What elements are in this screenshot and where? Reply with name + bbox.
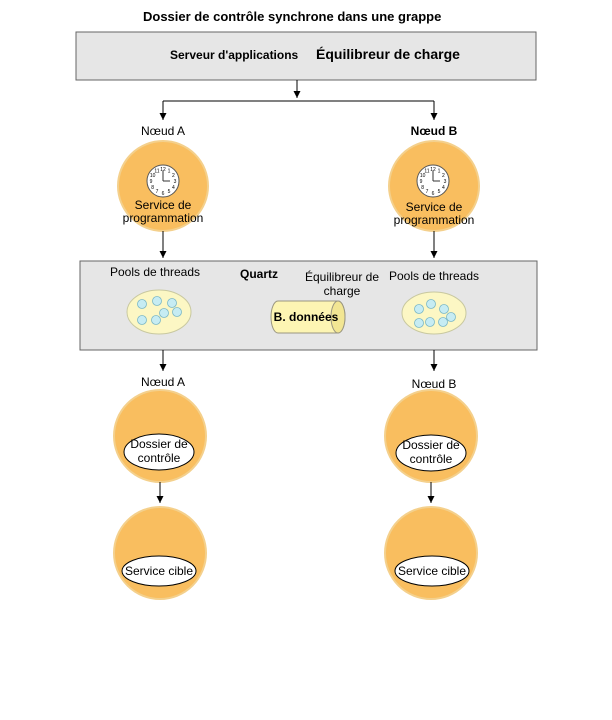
clock-numeral: 10 <box>150 173 156 179</box>
node-a-target-label: Service cible <box>125 564 193 578</box>
node-a-checkpoint-oval <box>123 433 195 471</box>
clock-numeral: 11 <box>154 168 159 174</box>
clock-numeral: 5 <box>438 189 441 195</box>
clock-numeral: 6 <box>162 191 165 197</box>
threads-right <box>414 299 456 328</box>
clock-numeral: 11 <box>424 168 429 174</box>
clock-numeral: 8 <box>421 185 424 191</box>
top-load-balancer-label: Équilibreur de charge <box>316 46 460 62</box>
clock-numeral: 3 <box>174 179 177 185</box>
clock-numeral: 10 <box>420 173 426 179</box>
clock-numeral: 5 <box>168 189 171 195</box>
node-b-checkpoint-line2: contrôle <box>410 452 453 466</box>
clock-numeral: 1 <box>168 168 171 174</box>
clock-numeral: 9 <box>150 179 153 185</box>
middle-load-balancer-line1: Équilibreur de <box>305 269 379 284</box>
database-icon <box>270 300 346 334</box>
clock-numeral: 8 <box>151 185 154 191</box>
node-a-target-oval <box>121 555 197 587</box>
thread-pools-left-label: Pools de threads <box>110 265 200 279</box>
clock-numeral: 9 <box>420 179 423 185</box>
threads-left <box>137 296 182 325</box>
middle-load-balancer-line2: charge <box>324 284 361 298</box>
clock-numeral: 4 <box>442 185 445 191</box>
thread-pools-right-label: Pools de threads <box>389 269 479 283</box>
node-b-label: Nœud B <box>411 124 458 138</box>
clock-numeral: 12 <box>160 167 166 173</box>
node-b-service-line2: programmation <box>394 213 475 227</box>
node-b-target-label: Service cible <box>398 564 466 578</box>
node-b-checkpoint-line1: Dossier de <box>402 438 460 452</box>
node-a-checkpoint-line2: contrôle <box>138 451 181 465</box>
node-b-lower-label: Nœud B <box>412 377 457 391</box>
node-a-service-line2: programmation <box>123 211 204 225</box>
clock-numeral: 7 <box>426 189 429 195</box>
quartz-label: Quartz <box>240 267 278 281</box>
thread-pool-right <box>401 291 467 335</box>
node-b-checkpoint-oval <box>395 434 467 472</box>
top-bar <box>75 31 537 81</box>
database-label: B. données <box>274 310 339 324</box>
node-a-checkpoint-line1: Dossier de <box>130 437 188 451</box>
clock-numeral: 1 <box>438 168 441 174</box>
node-a-label: Nœud A <box>141 124 185 138</box>
node-b-service-line1: Service de <box>406 200 463 214</box>
node-b-target-oval <box>394 555 470 587</box>
node-a-lower-label: Nœud A <box>141 375 185 389</box>
clock-numeral: 4 <box>172 185 175 191</box>
clock-numeral: 12 <box>430 167 436 173</box>
diagram-title: Dossier de contrôle synchrone dans une g… <box>143 9 441 24</box>
node-a-service-line1: Service de <box>135 198 192 212</box>
clock-numeral: 3 <box>444 179 447 185</box>
clock-numeral: 2 <box>172 173 175 179</box>
clock-numeral: 2 <box>442 173 445 179</box>
clock-numeral: 6 <box>432 191 435 197</box>
app-server-label: Serveur d'applications <box>170 48 299 62</box>
clock-numeral: 7 <box>156 189 159 195</box>
